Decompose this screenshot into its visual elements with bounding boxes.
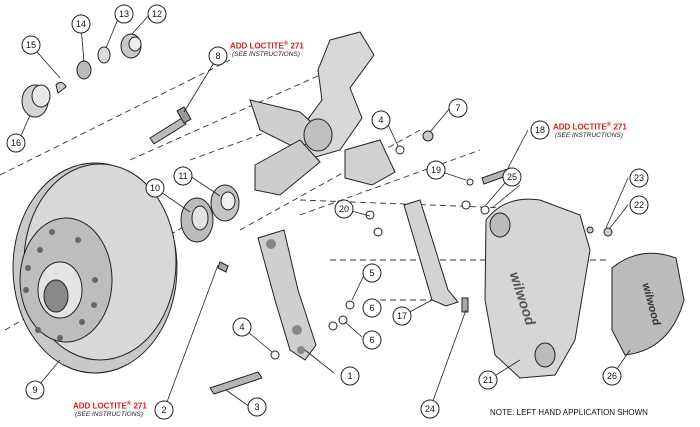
- svg-text:1: 1: [347, 371, 352, 381]
- loctite-sup: ®: [606, 122, 612, 128]
- svg-text:22: 22: [634, 200, 644, 210]
- see-instructions-right: (SEE INSTRUCTIONS): [555, 132, 623, 139]
- callout-9: 9: [25, 380, 45, 400]
- callout-14: 14: [71, 14, 91, 34]
- callout-17: 17: [392, 306, 412, 326]
- loctite-sup: ®: [126, 401, 132, 407]
- see-instructions-top: (SEE INSTRUCTIONS): [232, 51, 300, 58]
- callout-6-lower: 6: [362, 330, 382, 350]
- caliper-bracket: [257, 229, 317, 361]
- brake-pad: wilwood: [611, 252, 685, 356]
- callout-11: 11: [173, 166, 193, 186]
- svg-text:17: 17: [397, 311, 407, 321]
- callout-12: 12: [147, 4, 167, 24]
- callout-23: 23: [629, 168, 649, 188]
- callout-15: 15: [21, 35, 41, 55]
- caliper: wilwood: [484, 198, 591, 379]
- svg-text:16: 16: [11, 138, 21, 148]
- hub-small-parts: [21, 33, 142, 118]
- svg-text:8: 8: [215, 51, 220, 61]
- callout-10: 10: [145, 178, 165, 198]
- svg-text:25: 25: [507, 172, 517, 182]
- callouts: 1 2 3 4 4 5 6 6 7 8 9 10 11 12 13 14 15 …: [6, 4, 649, 420]
- svg-text:10: 10: [150, 183, 160, 193]
- callout-6-upper: 6: [362, 298, 382, 318]
- mounting-arm: [403, 199, 459, 307]
- svg-text:9: 9: [32, 385, 37, 395]
- rotor: [12, 162, 178, 374]
- svg-text:4: 4: [239, 322, 244, 332]
- loctite-note-bottom: ADD LOCTITE® 271: [73, 400, 147, 411]
- callout-16: 16: [6, 133, 26, 153]
- callout-8: 8: [208, 46, 228, 66]
- loctite-label: ADD LOCTITE: [230, 41, 284, 51]
- svg-text:6: 6: [369, 303, 374, 313]
- svg-text:4: 4: [378, 115, 383, 125]
- svg-text:6: 6: [369, 335, 374, 345]
- svg-text:21: 21: [483, 375, 493, 385]
- svg-text:24: 24: [425, 404, 435, 414]
- svg-text:23: 23: [634, 173, 644, 183]
- loctite-label: ADD LOCTITE: [553, 122, 607, 132]
- callout-7: 7: [448, 98, 468, 118]
- loctite-num: 271: [133, 401, 147, 411]
- callout-22: 22: [629, 195, 649, 215]
- callout-4-bottom: 4: [232, 317, 252, 337]
- svg-text:13: 13: [119, 9, 129, 19]
- loctite-note-top: ADD LOCTITE® 271: [230, 40, 304, 51]
- callout-13: 13: [114, 4, 134, 24]
- svg-text:15: 15: [26, 40, 36, 50]
- svg-text:18: 18: [535, 125, 545, 135]
- callout-2: 2: [154, 400, 174, 420]
- svg-text:7: 7: [455, 103, 460, 113]
- svg-text:14: 14: [76, 19, 86, 29]
- svg-text:5: 5: [369, 268, 374, 278]
- rotor-bolt-holes: [23, 229, 98, 341]
- callout-24: 24: [420, 399, 440, 419]
- callout-21: 21: [478, 370, 498, 390]
- callout-5: 5: [362, 263, 382, 283]
- loctite-sup: ®: [283, 41, 289, 47]
- wheel-stud: [149, 106, 192, 145]
- loctite-num: 271: [613, 122, 627, 132]
- callout-1: 1: [340, 366, 360, 386]
- callout-4-top: 4: [371, 110, 391, 130]
- application-note: NOTE: LEFT HAND APPLICATION SHOWN: [490, 408, 648, 417]
- callout-19: 19: [426, 160, 446, 180]
- svg-text:12: 12: [152, 9, 162, 19]
- svg-text:19: 19: [431, 165, 441, 175]
- callout-18: 18: [530, 120, 550, 140]
- callout-3: 3: [247, 397, 267, 417]
- svg-text:3: 3: [254, 402, 259, 412]
- loctite-num: 271: [290, 41, 304, 51]
- svg-text:20: 20: [339, 204, 349, 214]
- loctite-label: ADD LOCTITE: [73, 401, 127, 411]
- callout-26: 26: [602, 366, 622, 386]
- callout-20: 20: [334, 199, 354, 219]
- callout-25: 25: [502, 167, 522, 187]
- svg-text:11: 11: [178, 171, 187, 181]
- see-instructions-bottom: (SEE INSTRUCTIONS): [75, 411, 143, 418]
- svg-text:26: 26: [607, 371, 617, 381]
- spindle: [249, 31, 396, 196]
- inner-bearings: [180, 184, 240, 243]
- loctite-note-right: ADD LOCTITE® 271: [553, 121, 627, 132]
- svg-text:2: 2: [161, 405, 166, 415]
